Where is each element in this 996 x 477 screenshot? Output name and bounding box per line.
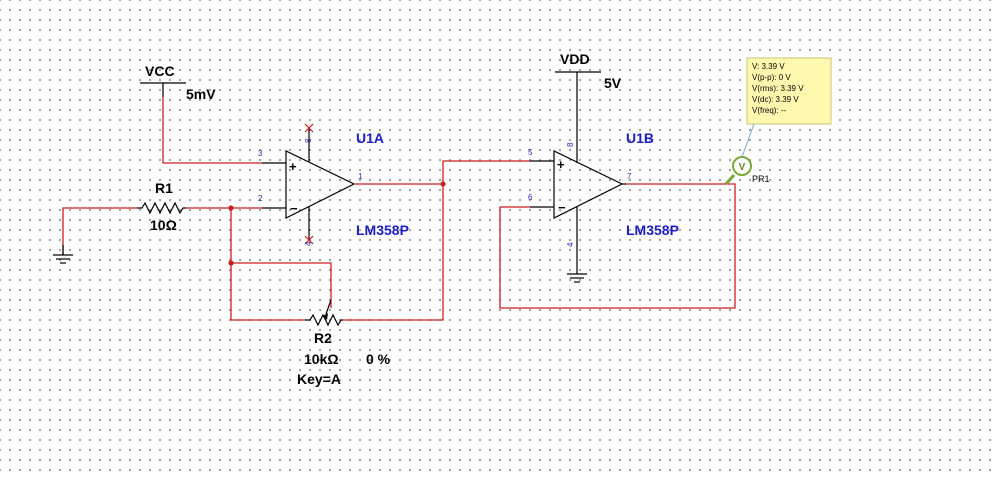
probe-reading-vpp: V(p-p): 0 V — [752, 73, 791, 82]
u1a-nc-marker-top — [304, 123, 314, 133]
r2-key: Key=A — [297, 371, 341, 387]
junction-dot — [228, 205, 234, 211]
probe-reading-v: V: 3.39 V — [752, 62, 785, 71]
u1a-nc-marker-bottom — [304, 235, 314, 245]
wire-to-u1b-plus[interactable] — [442, 160, 530, 184]
wire-u1b-follower-loop[interactable] — [499, 183, 736, 309]
wire-ground-to-r1[interactable] — [62, 207, 137, 255]
probe-symbol: V — [739, 162, 746, 173]
potentiometer-r2[interactable]: R2 10kΩ 0 % Key=A — [297, 299, 391, 387]
resistor-r1[interactable]: R1 10Ω — [137, 180, 186, 233]
wire-feedback-right[interactable] — [343, 184, 444, 321]
u1b-minus-sign: − — [558, 200, 566, 215]
vdd-value: 5V — [604, 75, 622, 91]
probe-reading-vdc: V(dc): 3.39 V — [752, 95, 799, 104]
u1b-part: LM358P — [626, 222, 679, 238]
vcc-value: 5mV — [186, 86, 216, 102]
u1a-part: LM358P — [356, 222, 409, 238]
u1a-pin-out: 1 — [358, 172, 363, 181]
u1b-plus-sign: + — [557, 157, 565, 172]
ground-symbol-left — [53, 245, 73, 264]
probe-reading-vrms: V(rms): 3.39 V — [752, 84, 804, 93]
u1a-pin-plus: 3 — [258, 149, 263, 158]
u1b-pin-out: 7 — [627, 172, 632, 181]
r1-value: 10Ω — [150, 217, 177, 233]
wire-feedback-left[interactable] — [230, 208, 305, 321]
u1a-ref: U1A — [356, 130, 384, 146]
u1a-minus-sign: − — [290, 201, 298, 216]
r2-body — [305, 313, 343, 327]
probe-tooltip-box — [746, 57, 832, 125]
r1-body — [137, 201, 186, 215]
probe-reading-vfreq: V(freq): -- — [752, 106, 787, 115]
u1b-ref: U1B — [626, 130, 654, 146]
vcc-source[interactable]: VCC 5mV — [140, 63, 216, 102]
wire-r2-wiper[interactable] — [231, 262, 332, 308]
r2-value: 10kΩ — [304, 351, 339, 367]
vdd-source[interactable]: VDD 5V — [555, 51, 622, 100]
u1a-pin-minus: 2 — [258, 194, 263, 203]
probe-tooltip: V: 3.39 V V(p-p): 0 V V(rms): 3.39 V V(d… — [746, 57, 832, 125]
junction-dot — [228, 260, 234, 266]
ground-symbol-u1b — [567, 270, 587, 283]
probe-tip — [724, 174, 736, 185]
r2-wiper — [325, 299, 332, 315]
u1a-pin-vneg: 4 — [304, 241, 313, 246]
probe-ref: PR1 — [752, 174, 770, 184]
vdd-name: VDD — [560, 51, 590, 67]
u1b-pin-vneg: 4 — [566, 242, 575, 247]
u1b-pin-vpos: 8 — [566, 142, 575, 147]
junction-dot — [440, 181, 446, 187]
u1b-pin-plus: 5 — [528, 148, 533, 157]
r2-setting: 0 % — [366, 351, 391, 367]
r1-ref: R1 — [155, 180, 173, 196]
vcc-name: VCC — [145, 63, 175, 79]
u1a-pin-vpos: 8 — [304, 138, 313, 143]
u1a-plus-sign: + — [289, 159, 297, 174]
r2-ref: R2 — [314, 330, 332, 346]
u1b-pin-minus: 6 — [528, 193, 533, 202]
voltage-probe-pr1[interactable]: V PR1 — [724, 123, 770, 185]
u1b-triangle — [553, 150, 624, 219]
wire-vcc-to-u1a-plus[interactable] — [162, 97, 262, 164]
r2-wiper-arrow-icon — [323, 313, 328, 320]
probe-tooltip-leader — [741, 123, 755, 158]
u1a-triangle — [285, 150, 356, 219]
opamp-u1b[interactable]: + − 5 6 7 8 4 U1B LM358P — [528, 100, 679, 270]
opamp-u1a[interactable]: + − 3 2 1 8 4 U1A LM358P — [258, 123, 409, 246]
